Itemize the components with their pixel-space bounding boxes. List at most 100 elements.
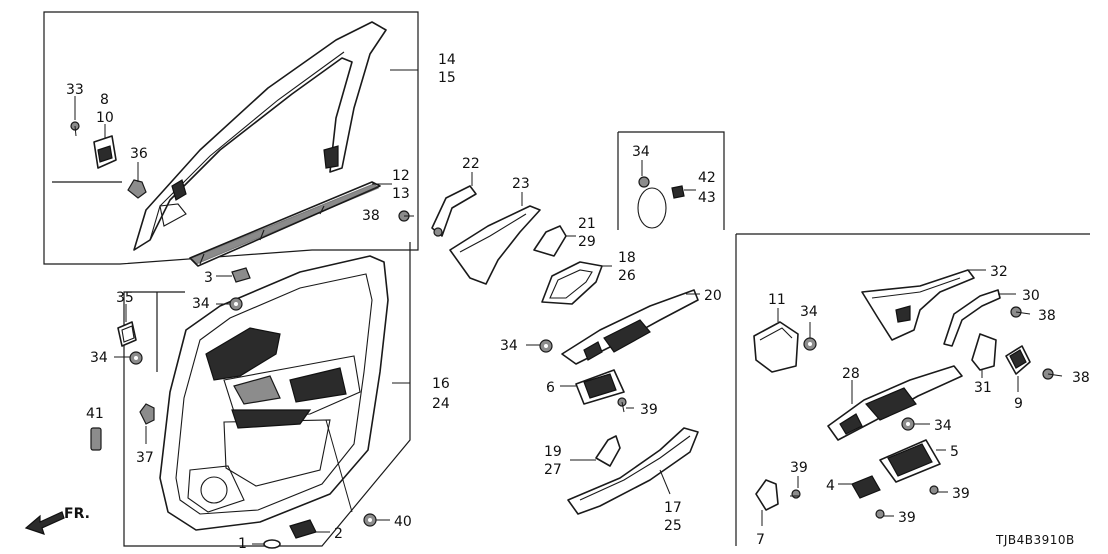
callout-7: 7 [756,532,765,548]
group-box-right-options [735,233,1090,546]
callout-15: 15 [438,70,456,86]
callout-29: 29 [578,234,596,250]
group-box-speaker-wire [617,131,725,230]
callout-34-a: 34 [192,296,210,312]
screw-39-a [617,397,627,413]
callout-39-b: 39 [790,460,808,476]
window-frame-garnish [133,21,387,251]
front-direction-arrow [24,511,65,535]
clip-36 [127,179,147,199]
clip-34-d [638,176,650,188]
cover-21 [533,225,567,257]
screw-38-a [398,210,414,222]
clip-34-e [803,337,817,351]
screw-33 [70,121,80,137]
fastener-41 [90,427,102,451]
clip-34-b [129,351,143,365]
callout-33: 33 [66,82,84,98]
callout-34-f: 34 [934,418,952,434]
garnish-32 [861,269,975,341]
callout-10: 10 [96,110,114,126]
callout-6: 6 [546,380,555,396]
callout-20: 20 [704,288,722,304]
bracket-19 [595,435,621,467]
bulb-1 [263,539,281,549]
screw-39-c [929,485,948,495]
callout-12: 12 [392,168,410,184]
callout-39-d: 39 [898,510,916,526]
callout-36: 36 [130,146,148,162]
clip-3 [231,267,251,283]
callout-23: 23 [512,176,530,192]
armrest-17 [567,427,699,515]
diagram-code: TJB4B3910B [995,533,1075,547]
trim-31 [971,333,997,371]
callout-24: 24 [432,396,450,412]
group-box-door-lining [123,242,411,547]
callout-22: 22 [462,156,480,172]
callout-2: 2 [334,526,343,542]
callout-1: 1 [238,536,247,552]
callout-38-a: 38 [362,208,380,224]
callout-26: 26 [618,268,636,284]
clip-34-a [229,297,243,311]
callout-34-b: 34 [90,350,108,366]
callout-17: 17 [664,500,682,516]
callout-25: 25 [664,518,682,534]
callout-31: 31 [974,380,992,396]
callout-3: 3 [204,270,213,286]
callout-9: 9 [1014,396,1023,412]
switch-9 [1005,345,1031,375]
screw-38-c [1042,368,1063,380]
callout-43: 43 [698,190,716,206]
callout-42: 42 [698,170,716,186]
callout-34-c: 34 [500,338,518,354]
callout-39-c: 39 [952,486,970,502]
bracket-22 [431,185,477,237]
clip-37 [139,403,155,425]
callout-16: 16 [432,376,450,392]
cover-35 [117,321,137,347]
callout-41: 41 [86,406,104,422]
callout-39-a: 39 [640,402,658,418]
callout-30: 30 [1022,288,1040,304]
screw-38-b [1010,306,1031,318]
switch-2 [289,519,317,539]
callout-14: 14 [438,52,456,68]
switch-panel-28 [827,365,963,441]
callout-38-b: 38 [1038,308,1056,324]
callout-37: 37 [136,450,154,466]
switch-5 [879,439,941,483]
callout-18: 18 [618,250,636,266]
callout-34-e: 34 [800,304,818,320]
switch-panel-20 [561,289,699,365]
inner-weatherstrip [189,181,381,267]
callout-38-c: 38 [1072,370,1090,386]
callout-13: 13 [392,186,410,202]
screw-39-b [790,489,801,499]
garnish-clip [93,135,117,169]
wire-harness-42 [637,185,685,229]
callout-21: 21 [578,216,596,232]
screw-40 [363,513,377,527]
group-box-window-garnish [43,11,419,265]
callout-32: 32 [990,264,1008,280]
callout-28: 28 [842,366,860,382]
callout-11: 11 [768,292,786,308]
screw-39-d [875,509,894,519]
callout-5: 5 [950,444,959,460]
switch-4 [851,475,881,499]
callout-35: 35 [116,290,134,306]
bracket-30 [943,289,1001,347]
bracket-7 [755,479,779,511]
garnish-23 [449,205,541,285]
clip-34-c [539,339,553,353]
callout-8: 8 [100,92,109,108]
callout-27: 27 [544,462,562,478]
direction-label: FR. [64,506,90,522]
handle-ring-18 [541,261,603,305]
control-module-11 [753,321,799,373]
clip-34-f [901,417,915,431]
callout-19: 19 [544,444,562,460]
